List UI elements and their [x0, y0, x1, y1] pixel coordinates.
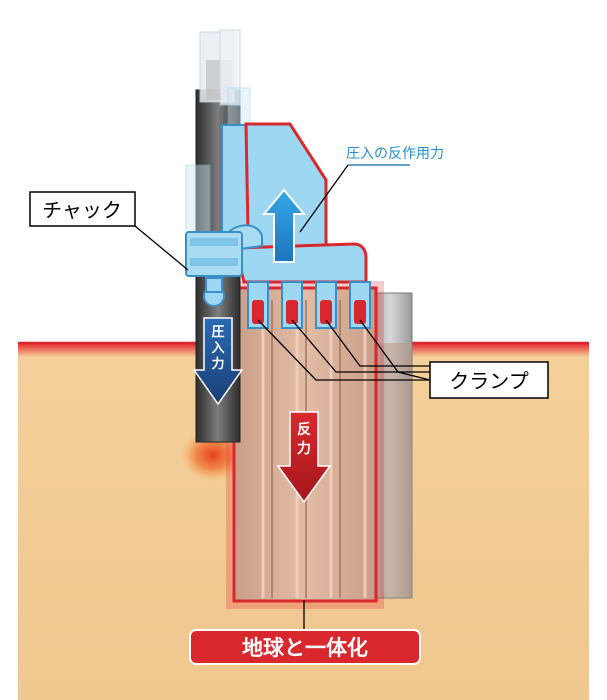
clamp	[281, 281, 303, 329]
clamp	[247, 281, 269, 329]
chuck-label-box	[29, 191, 136, 227]
svg-text:力: 力	[211, 356, 224, 372]
press-machine	[185, 122, 368, 307]
svg-text:反: 反	[297, 421, 311, 438]
integrated-banner	[189, 629, 421, 665]
press-force-label: 圧 入 力	[211, 325, 224, 372]
reaction-label: 反 力	[297, 421, 311, 457]
clamp-label: クランプ	[449, 369, 528, 393]
svg-text:圧: 圧	[211, 325, 224, 340]
chuck-label: チャック	[42, 198, 122, 222]
installed-piles-glow	[226, 281, 384, 609]
clamps	[247, 281, 371, 329]
press-force-arrow	[192, 317, 244, 406]
svg-text:入: 入	[211, 341, 224, 356]
clamp	[349, 281, 371, 329]
reaction-of-press-label: 圧入の反作用力	[346, 146, 444, 162]
reaction-up-arrow	[261, 188, 307, 263]
clamp	[315, 281, 337, 329]
integrated-label: 地球と一体化	[242, 636, 368, 660]
svg-text:力: 力	[297, 440, 311, 457]
reaction-down-arrow	[276, 411, 332, 504]
clamp-label-box	[429, 361, 549, 399]
